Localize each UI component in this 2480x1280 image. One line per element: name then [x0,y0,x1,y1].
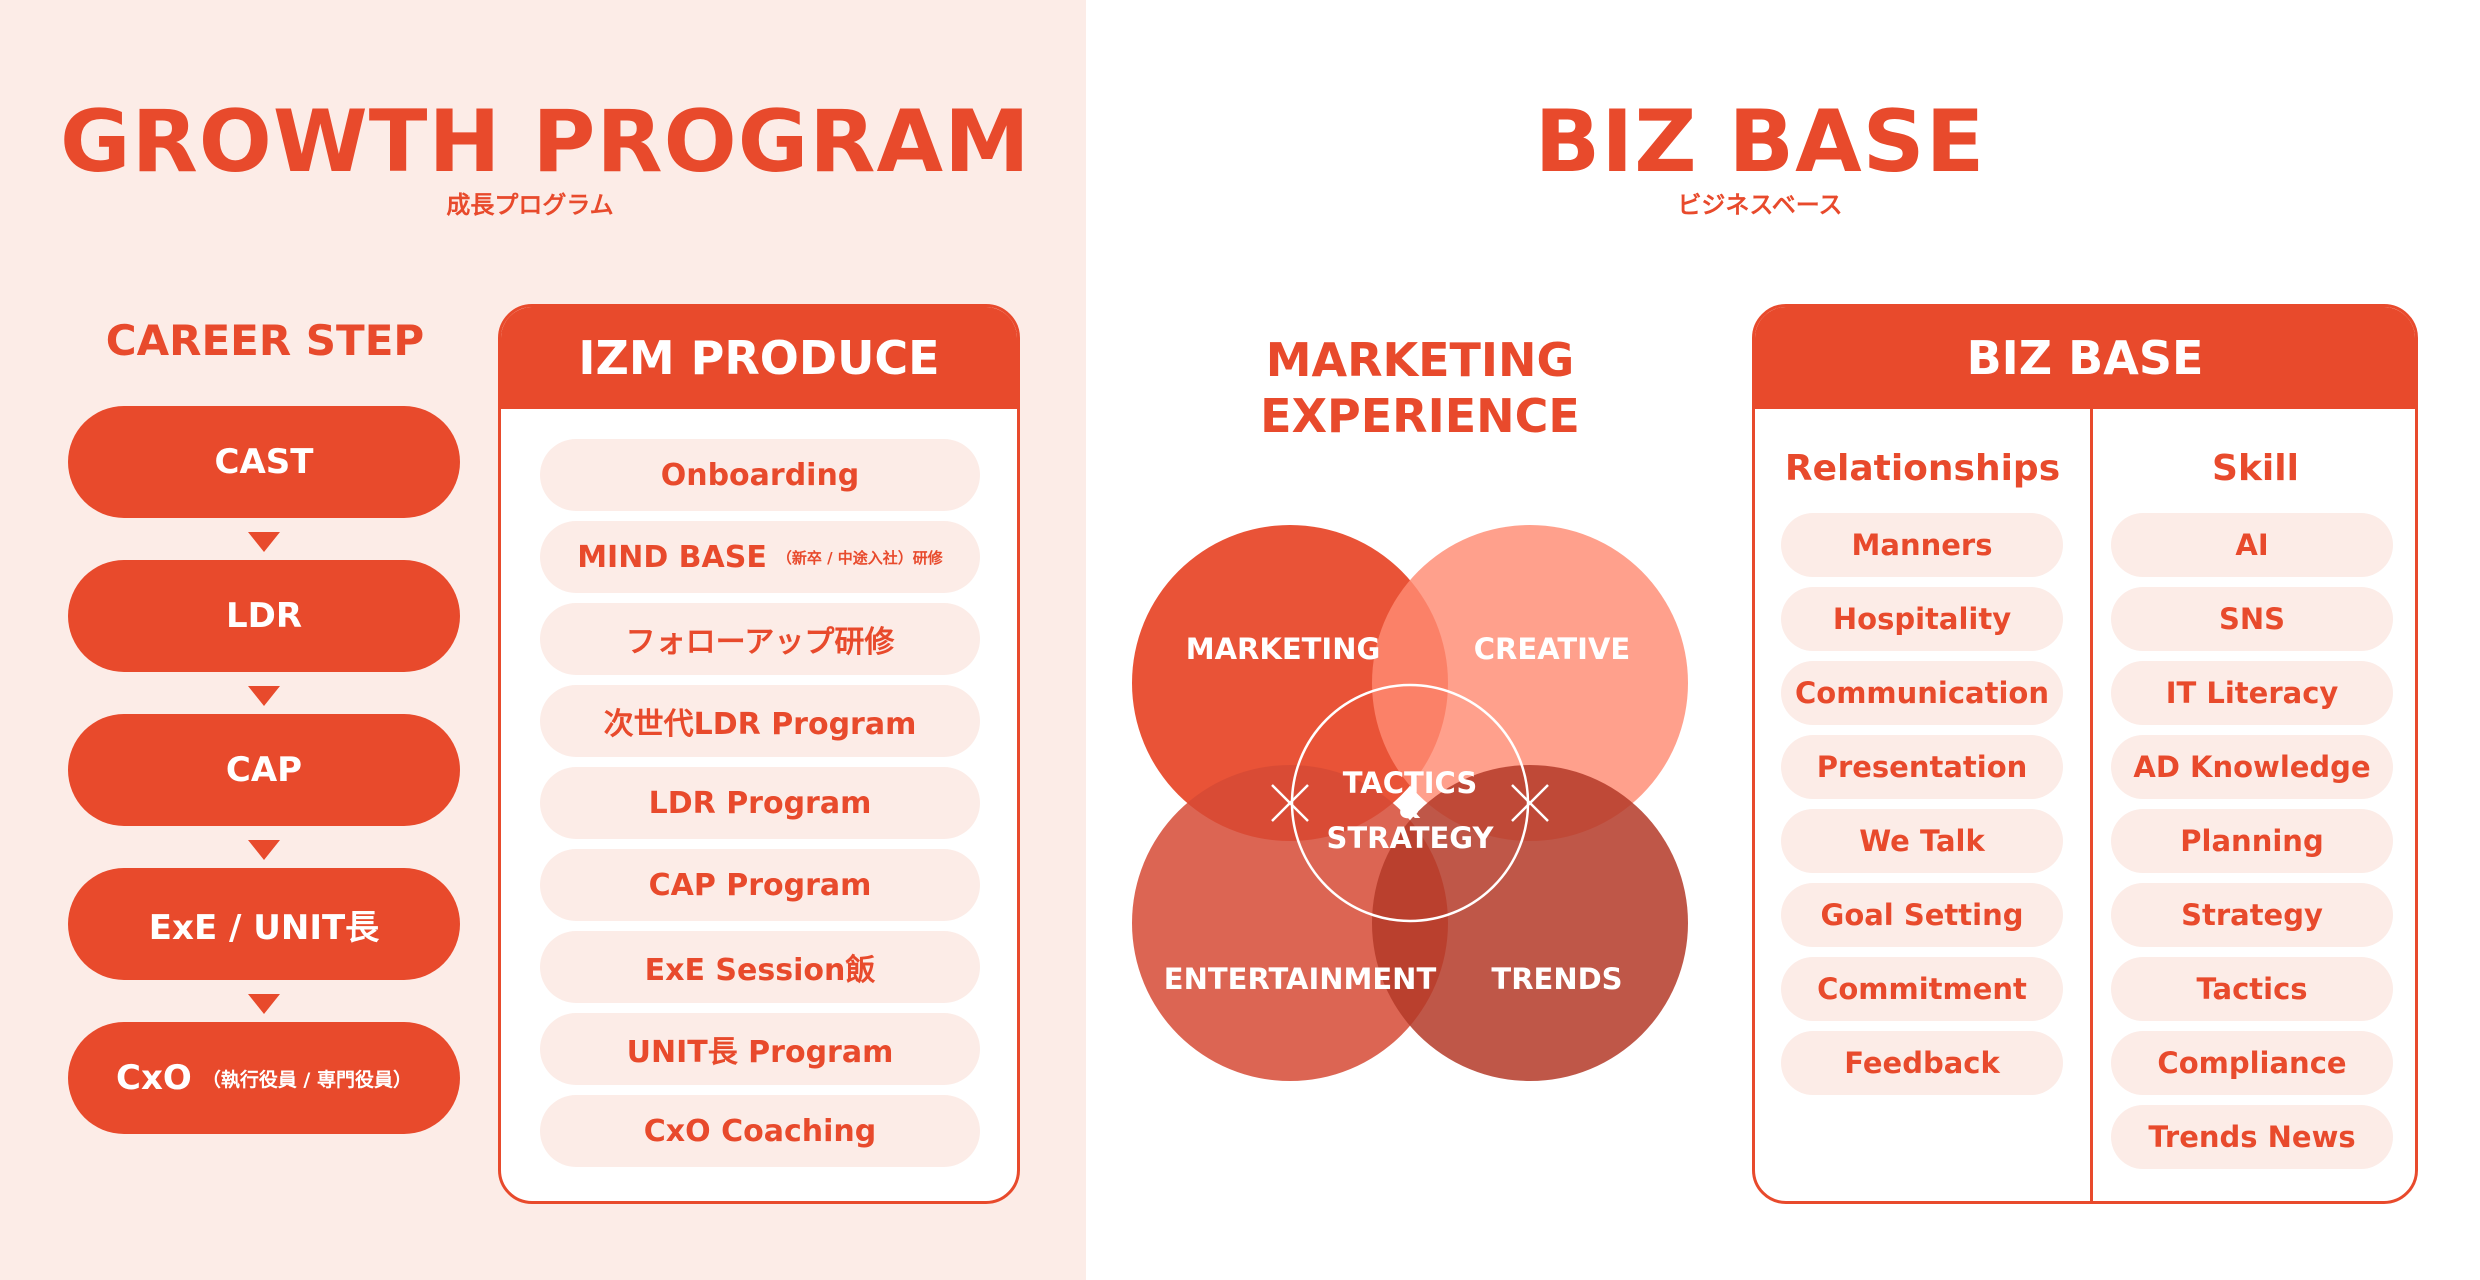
skill-item: Strategy [2111,883,2393,947]
izm-item-label: ExE Session飯 [644,953,876,988]
venn-circle-creative [1372,525,1688,841]
skill-heading: Skill [2212,448,2299,489]
skill-item: Tactics [2111,957,2393,1021]
izm-item: CAP Program [540,849,980,921]
izm-item: LDR Program [540,767,980,839]
venn-center-strategy: STRATEGY [1327,821,1495,855]
career-step-cxo: CxO （執行役員 / 専門役員） [68,1022,460,1134]
izm-item-label: CxO Coaching [643,1113,877,1149]
venn-circle-marketing [1132,525,1448,841]
skill-item: AD Knowledge [2111,735,2393,799]
career-step-label: CAST [214,442,314,482]
relationship-item: Presentation [1781,735,2063,799]
skill-item: Compliance [2111,1031,2393,1095]
career-step-ldr: LDR [68,560,460,672]
relationship-item: Manners [1781,513,2063,577]
venn-center-tactics: TACTICS [1343,766,1478,800]
izm-item: Onboarding [540,439,980,511]
career-step-heading: CAREER STEP [105,316,425,365]
down-arrow-icon [248,532,280,552]
venn-center-ring [1290,683,1530,923]
izm-item-label: MIND BASE [577,539,767,575]
career-step-cap: CAP [68,714,460,826]
marketing-experience-heading: MARKETING EXPERIENCE [1230,332,1610,444]
marketing-experience-line2: EXPERIENCE [1260,389,1580,443]
skill-item: Trends News [2111,1105,2393,1169]
career-step-cast: CAST [68,406,460,518]
skill-item: AI [2111,513,2393,577]
izm-item: ExE Session飯 [540,931,980,1003]
relationship-item: We Talk [1781,809,2063,873]
izm-item-label: CAP Program [648,867,872,903]
relationship-item: Communication [1781,661,2063,725]
down-arrow-icon [248,994,280,1014]
career-step-label: ExE / UNIT長 [148,907,380,948]
down-arrow-icon [248,840,280,860]
career-step-label: LDR [225,596,303,636]
izm-item-note: （新卒 / 中途入社）研修 [776,548,943,567]
column-divider [2090,409,2093,1201]
venn-diagram: MARKETING CREATIVE ENTERTAINMENT TRENDS … [1132,525,1688,1081]
venn-center-amp: & [1399,795,1422,825]
relationships-heading: Relationships [1784,448,2061,489]
skill-item: Planning [2111,809,2393,873]
marketing-experience-line1: MARKETING [1265,333,1575,387]
relationship-item: Feedback [1781,1031,2063,1095]
izm-produce-heading: IZM PRODUCE [501,307,1017,409]
cross-icon [1271,784,1309,822]
skill-item: SNS [2111,587,2393,651]
career-step-exe-unit: ExE / UNIT長 [68,868,460,980]
venn-label-entertainment: ENTERTAINMENT [1164,962,1437,996]
growth-program-subtitle: 成長プログラム [446,191,614,219]
venn-circle-trends [1372,765,1688,1081]
career-step-label: CxO [116,1058,192,1098]
izm-item-label: UNIT長 Program [626,1035,894,1070]
career-step-label: CAP [225,750,303,790]
venn-label-trends: TRENDS [1491,962,1622,996]
izm-item-label: フォローアップ研修 [625,625,895,660]
izm-item: MIND BASE （新卒 / 中途入社）研修 [540,521,980,593]
relationship-item: Hospitality [1781,587,2063,651]
venn-label-creative: CREATIVE [1474,632,1630,666]
relationship-item: Goal Setting [1781,883,2063,947]
skill-item: IT Literacy [2111,661,2393,725]
izm-item: 次世代LDR Program [540,685,980,757]
relationship-item: Commitment [1781,957,2063,1021]
biz-base-subtitle: ビジネスベース [1677,191,1843,219]
izm-item: フォローアップ研修 [540,603,980,675]
cross-icon [1511,784,1549,822]
izm-item-label: 次世代LDR Program [603,707,917,742]
biz-base-panel: BIZ BASE Relationships Skill Manners Hos… [1752,304,2418,1204]
venn-circle-entertainment [1132,765,1448,1081]
izm-item: CxO Coaching [540,1095,980,1167]
growth-program-title: GROWTH PROGRAM [60,92,1031,192]
venn-label-marketing: MARKETING [1186,632,1381,666]
izm-produce-panel: IZM PRODUCE Onboarding MIND BASE （新卒 / 中… [498,304,1020,1204]
izm-item-label: LDR Program [648,785,872,821]
biz-base-title: BIZ BASE [1534,92,1986,192]
down-arrow-icon [248,686,280,706]
izm-item: UNIT長 Program [540,1013,980,1085]
izm-item-label: Onboarding [660,457,860,493]
career-step-note: （執行役員 / 専門役員） [201,1068,412,1091]
biz-base-panel-heading: BIZ BASE [1755,307,2415,409]
